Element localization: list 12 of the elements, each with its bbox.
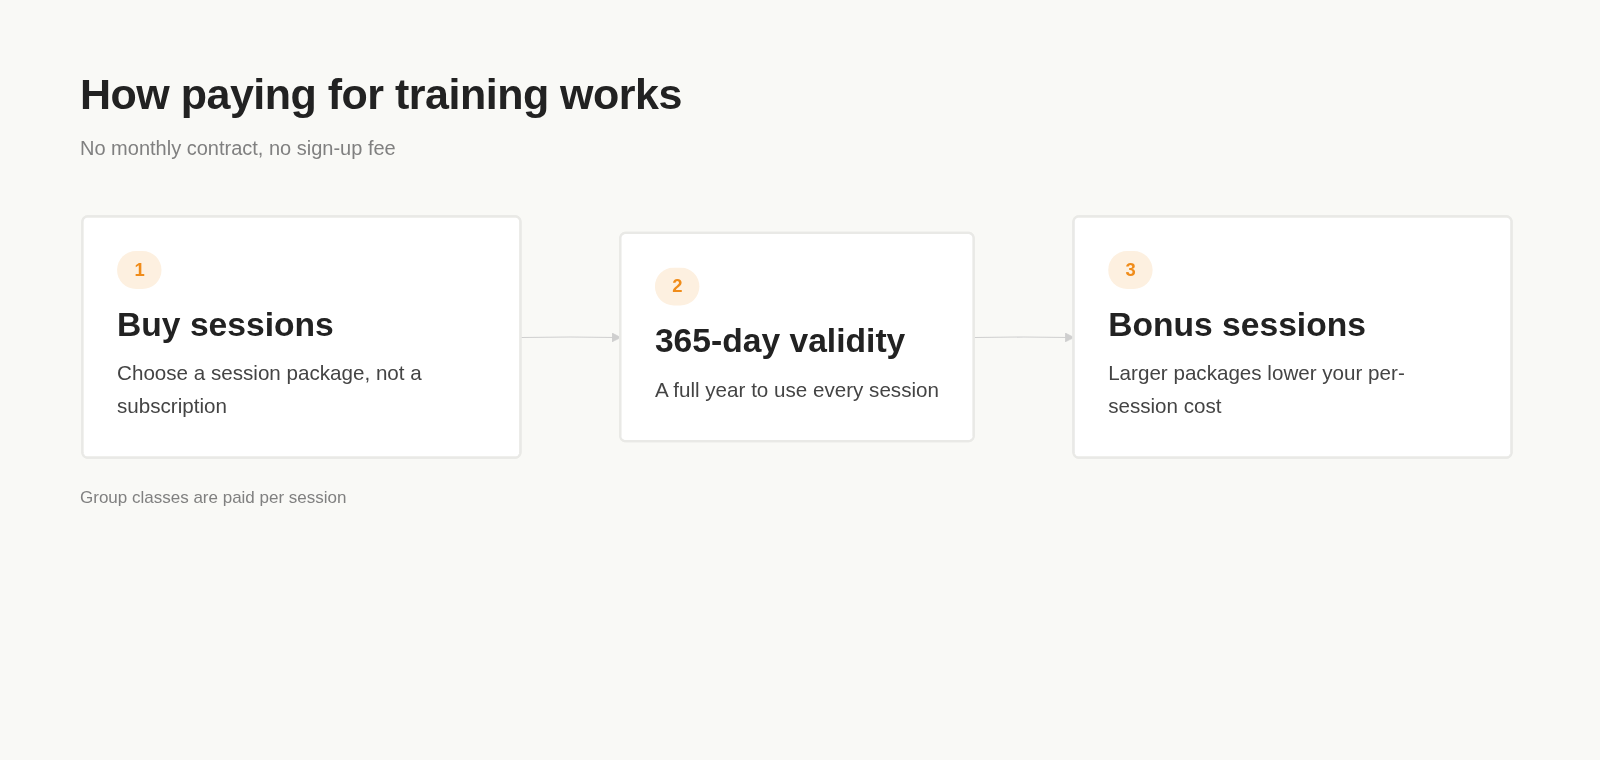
step-card xyxy=(619,231,975,443)
title: How paying for training works xyxy=(80,70,682,120)
step-card xyxy=(1072,215,1513,459)
subtitle: No monthly contract, no sign-up fee xyxy=(80,137,396,161)
step-description: A full year to use every session xyxy=(654,377,939,401)
step-heading: Bonus sessions xyxy=(1108,304,1366,346)
step-description: Larger packages lower your per-session cost xyxy=(1108,361,1405,418)
step-card xyxy=(81,215,522,459)
step-heading: Buy sessions xyxy=(117,304,334,346)
step-heading: 365-day validity xyxy=(654,320,906,362)
note-text: Group classes are paid per session xyxy=(80,488,347,508)
step-description: Choose a session package, not a subscription xyxy=(117,361,423,418)
